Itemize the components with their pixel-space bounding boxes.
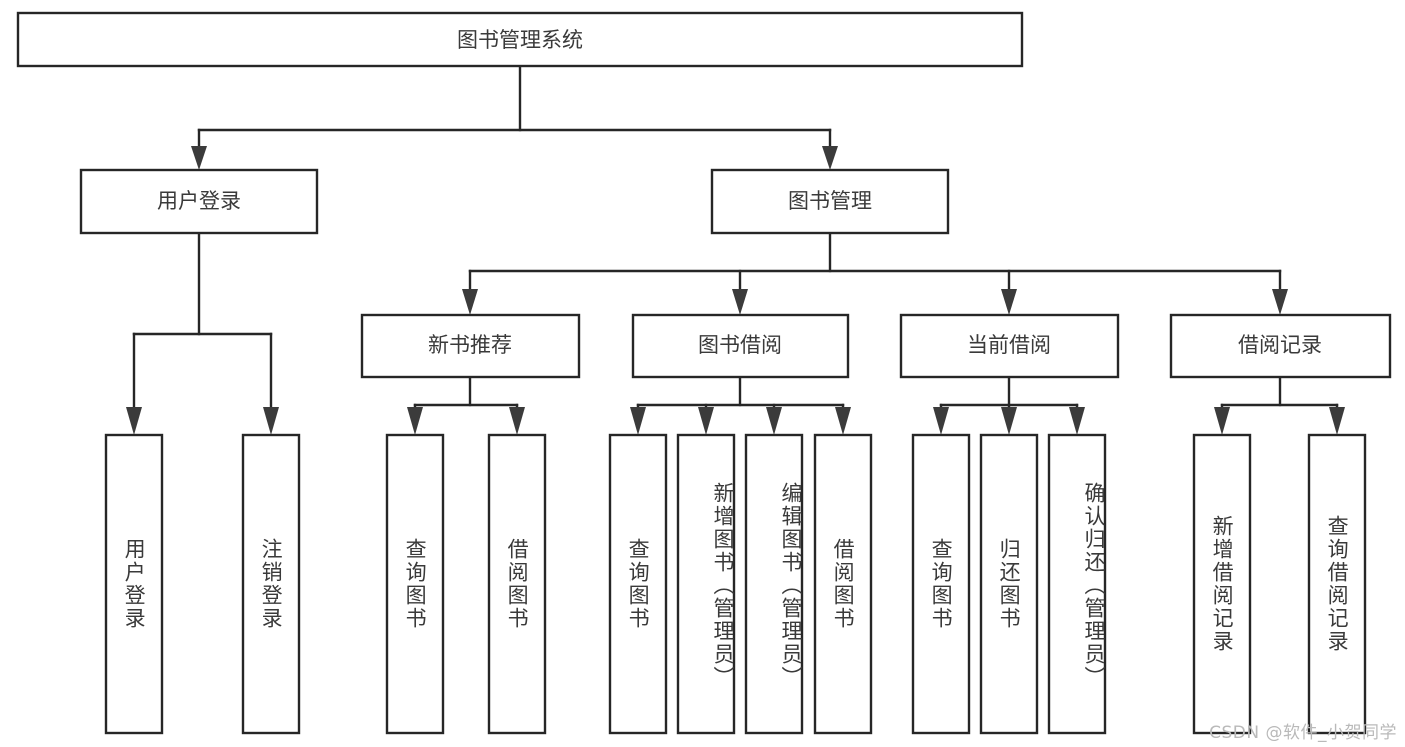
node-book-management-label: 图书管理 bbox=[788, 189, 872, 213]
leaf-boxes-borrow-record bbox=[1192, 433, 1367, 735]
connector-book-borrow-to-leaves bbox=[630, 375, 851, 435]
connector-new-book-to-leaves bbox=[407, 375, 525, 435]
connector-book-mgmt-to-level3 bbox=[462, 231, 1288, 315]
node-user-login[interactable]: 用户登录 bbox=[79, 168, 319, 235]
node-root[interactable]: 图书管理系统 bbox=[16, 11, 1024, 68]
csdn-watermark: CSDN @软件_小贺同学 bbox=[1209, 723, 1397, 743]
leaf-boxes-new-book bbox=[385, 433, 547, 735]
leaf-box-confirm-return[interactable] bbox=[1047, 433, 1107, 735]
leaf-boxes-user-login bbox=[104, 433, 301, 735]
connector-current-borrow-to-leaves bbox=[933, 375, 1085, 435]
leaf-boxes-current-borrow bbox=[911, 433, 1107, 735]
node-book-management[interactable]: 图书管理 bbox=[710, 168, 950, 235]
node-new-book-recommend[interactable]: 新书推荐 bbox=[360, 313, 581, 379]
leaf-box-logout[interactable] bbox=[241, 433, 301, 735]
leaf-box-add-record[interactable] bbox=[1192, 433, 1252, 735]
node-user-login-label: 用户登录 bbox=[157, 189, 241, 213]
connector-user-login-to-leaves bbox=[126, 231, 279, 435]
leaf-box-user-login[interactable] bbox=[104, 433, 164, 735]
leaf-box-return-book[interactable] bbox=[979, 433, 1039, 735]
leaf-box-query-book-1[interactable] bbox=[385, 433, 445, 735]
node-new-book-recommend-label: 新书推荐 bbox=[428, 333, 512, 357]
node-book-borrow-label: 图书借阅 bbox=[698, 333, 782, 357]
connector-borrow-record-to-leaves bbox=[1214, 375, 1345, 435]
leaf-box-edit-book[interactable] bbox=[744, 433, 804, 735]
node-current-borrow-label: 当前借阅 bbox=[967, 333, 1051, 357]
node-book-borrow[interactable]: 图书借阅 bbox=[631, 313, 850, 379]
leaf-box-query-book-3[interactable] bbox=[911, 433, 971, 735]
node-borrow-record-label: 借阅记录 bbox=[1238, 333, 1322, 357]
node-borrow-record[interactable]: 借阅记录 bbox=[1169, 313, 1392, 379]
leaf-box-borrow-book-1[interactable] bbox=[487, 433, 547, 735]
leaf-box-query-record[interactable] bbox=[1307, 433, 1367, 735]
leaf-box-borrow-book-2[interactable] bbox=[813, 433, 873, 735]
node-current-borrow[interactable]: 当前借阅 bbox=[899, 313, 1120, 379]
leaf-box-add-book[interactable] bbox=[676, 433, 736, 735]
leaf-boxes-book-borrow bbox=[608, 433, 873, 735]
node-root-label: 图书管理系统 bbox=[457, 28, 583, 52]
connector-root-to-level2 bbox=[191, 64, 838, 170]
leaf-box-query-book-2[interactable] bbox=[608, 433, 668, 735]
